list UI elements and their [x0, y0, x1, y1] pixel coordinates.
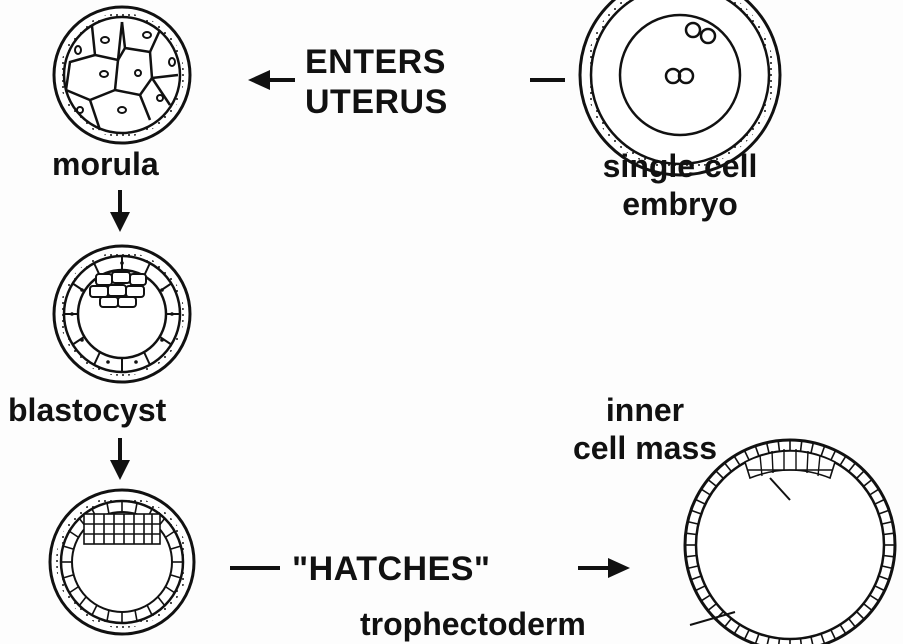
- single-cell-label-line1: single cell: [580, 150, 780, 182]
- hatched-blastocyst-illustration: [685, 440, 895, 644]
- enters-label-line2: UTERUS: [305, 85, 448, 119]
- hatching-blastocyst-illustration: [50, 490, 194, 634]
- morula-to-blastocyst-arrow: [110, 190, 130, 232]
- blastocyst-to-hatching-arrow: [110, 438, 130, 480]
- blastocyst-label: blastocyst: [8, 394, 166, 426]
- blastocyst-illustration: [54, 246, 190, 382]
- single-cell-label-line2: embryo: [580, 188, 780, 220]
- hatches-arrow: [578, 558, 630, 578]
- enters-label-line1: ENTERS: [305, 45, 446, 79]
- morula-label: morula: [52, 148, 159, 180]
- morula-illustration: [54, 7, 190, 143]
- hatches-label: "HATCHES": [292, 552, 491, 586]
- inner-cell-mass-label-line2: cell mass: [545, 432, 745, 464]
- enters-arrow: [248, 70, 295, 90]
- trophectoderm-label: trophectoderm: [360, 608, 586, 640]
- inner-cell-mass-label-line1: inner: [545, 394, 745, 426]
